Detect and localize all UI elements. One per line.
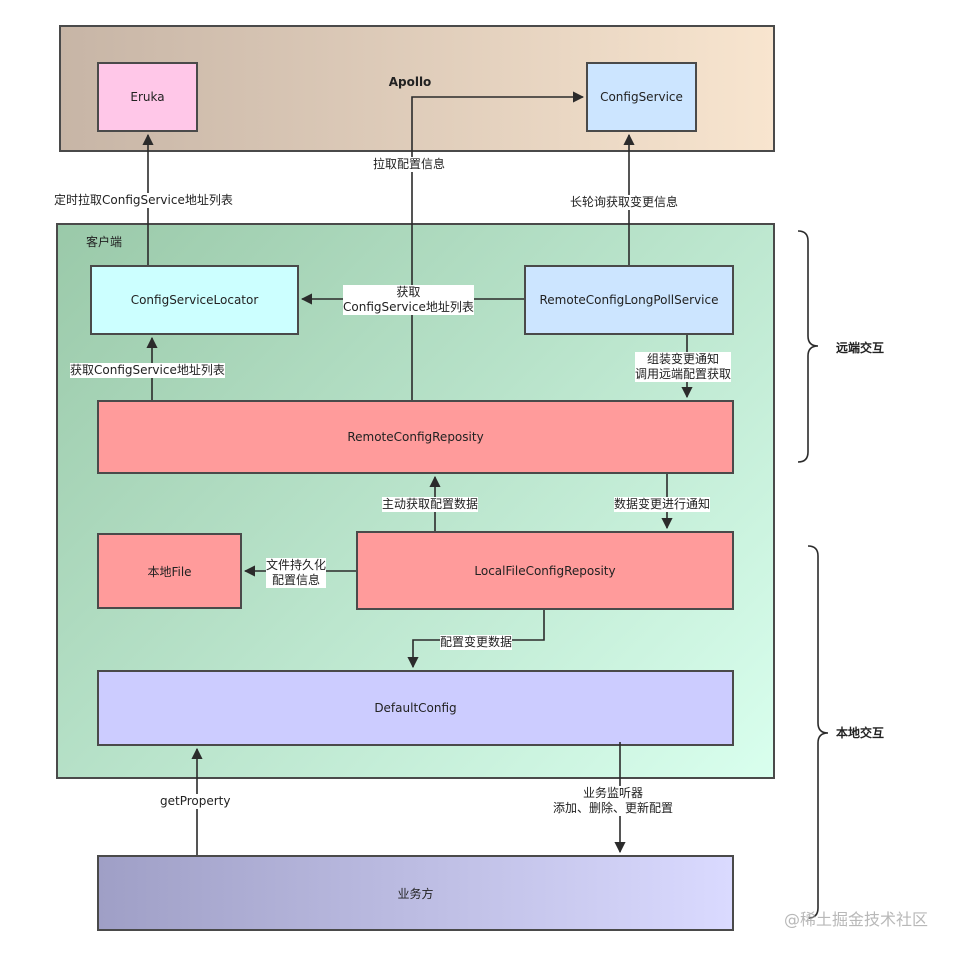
label-get-property: getProperty [160,794,231,809]
local-file-box[interactable]: 本地File [97,533,242,609]
watermark: @稀土掘金技术社区 [784,910,929,929]
config-service-box[interactable]: ConfigService [586,62,697,132]
apollo-title: Apollo [388,75,432,89]
label-business-listener: 业务监听器 添加、删除、更新配置 [553,786,674,816]
label-data-change-notify: 数据变更进行通知 [614,497,711,512]
remote-interaction-brace [797,230,819,463]
label-assemble-notify: 组装变更通知 调用远端配置获取 [635,352,732,382]
config-service-locator-box[interactable]: ConfigServiceLocator [90,265,299,335]
side-label-local: 本地交互 [836,726,885,740]
default-config-box[interactable]: DefaultConfig [97,670,734,746]
label-persist: 文件持久化 配置信息 [266,558,327,588]
side-label-remote: 远端交互 [836,341,885,355]
eruka-box[interactable]: Eruka [97,62,198,132]
label-pull-config: 拉取配置信息 [373,157,446,172]
business-party-box[interactable]: 业务方 [97,855,734,931]
label-get-list-2: 获取ConfigService地址列表 [70,363,225,378]
arrow-remote-repo-to-config-service [411,91,585,400]
label-timed-pull: 定时拉取ConfigService地址列表 [54,193,233,208]
remote-config-reposity-box[interactable]: RemoteConfigReposity [97,400,734,474]
label-active-fetch: 主动获取配置数据 [382,497,479,512]
client-title: 客户端 [86,235,123,249]
local-file-config-reposity-box[interactable]: LocalFileConfigReposity [356,531,734,610]
label-config-change-data: 配置变更数据 [440,635,513,650]
long-poll-service-box[interactable]: RemoteConfigLongPollService [524,265,734,335]
local-interaction-brace [807,545,829,919]
label-long-poll-change: 长轮询获取变更信息 [570,195,679,210]
label-get-list: 获取 ConfigService地址列表 [343,285,474,315]
